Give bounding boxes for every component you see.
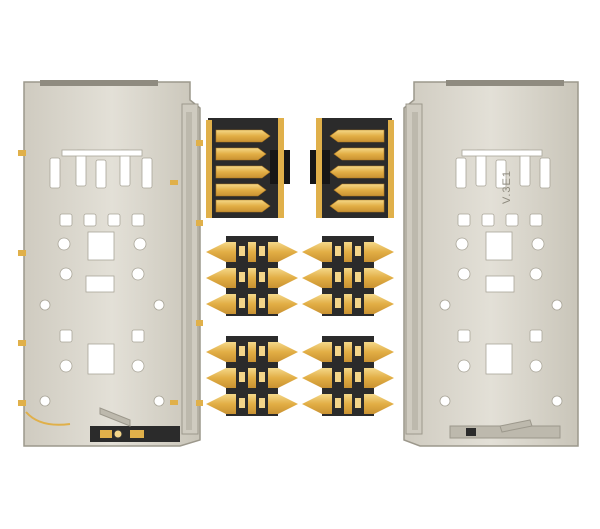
pad-connector [302,336,394,416]
pad-connector [302,236,394,316]
right-tray-frame: V.3E1 [403,80,579,447]
pad-connector [206,236,298,316]
sim-connector-right [310,118,394,218]
sim-connector-left [206,118,290,218]
emboss-label: V.3E1 [501,170,513,204]
pad-connector [206,336,298,416]
left-tray-frame [18,80,203,447]
